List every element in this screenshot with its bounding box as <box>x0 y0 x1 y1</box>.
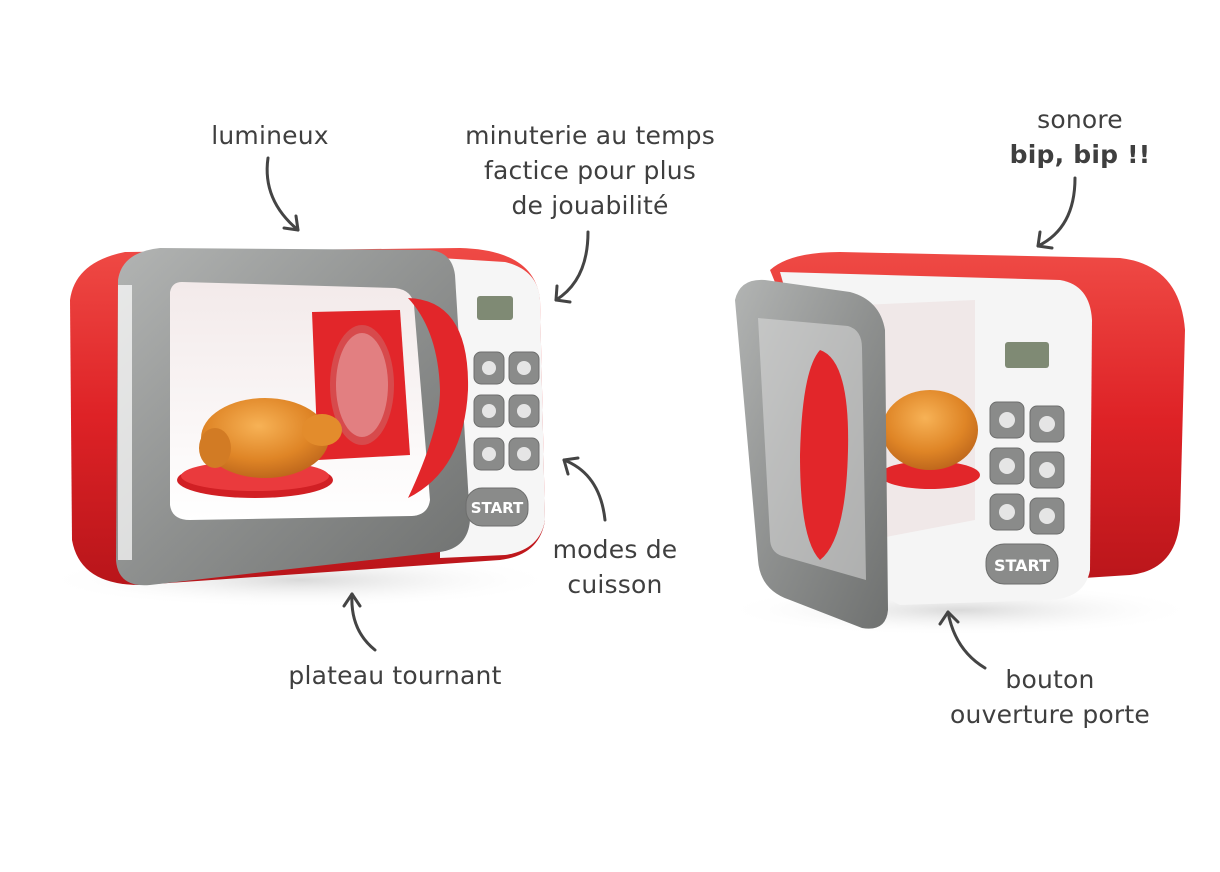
start-button-label-left: START <box>471 499 524 517</box>
arrow-plateau <box>342 592 377 652</box>
microwave-left: START <box>40 248 560 608</box>
label-minuterie: minuterie au temps factice pour plus de … <box>465 121 715 220</box>
microwave-right: START <box>720 252 1200 636</box>
label-lumineux: lumineux <box>211 121 329 150</box>
start-button-label-right: START <box>994 556 1050 575</box>
arrow-bouton <box>938 610 987 670</box>
label-modes-de-cuisson: modes de cuisson <box>552 535 678 599</box>
arrow-lumineux <box>265 156 300 232</box>
arrow-minuterie <box>554 230 590 304</box>
arrow-sonore <box>1036 176 1077 250</box>
arrow-modes <box>562 456 607 522</box>
label-sonore: sonore bip, bip !! <box>1009 105 1151 169</box>
label-bouton-ouverture-porte: bouton ouverture porte <box>950 665 1150 729</box>
label-plateau-tournant: plateau tournant <box>288 661 502 690</box>
